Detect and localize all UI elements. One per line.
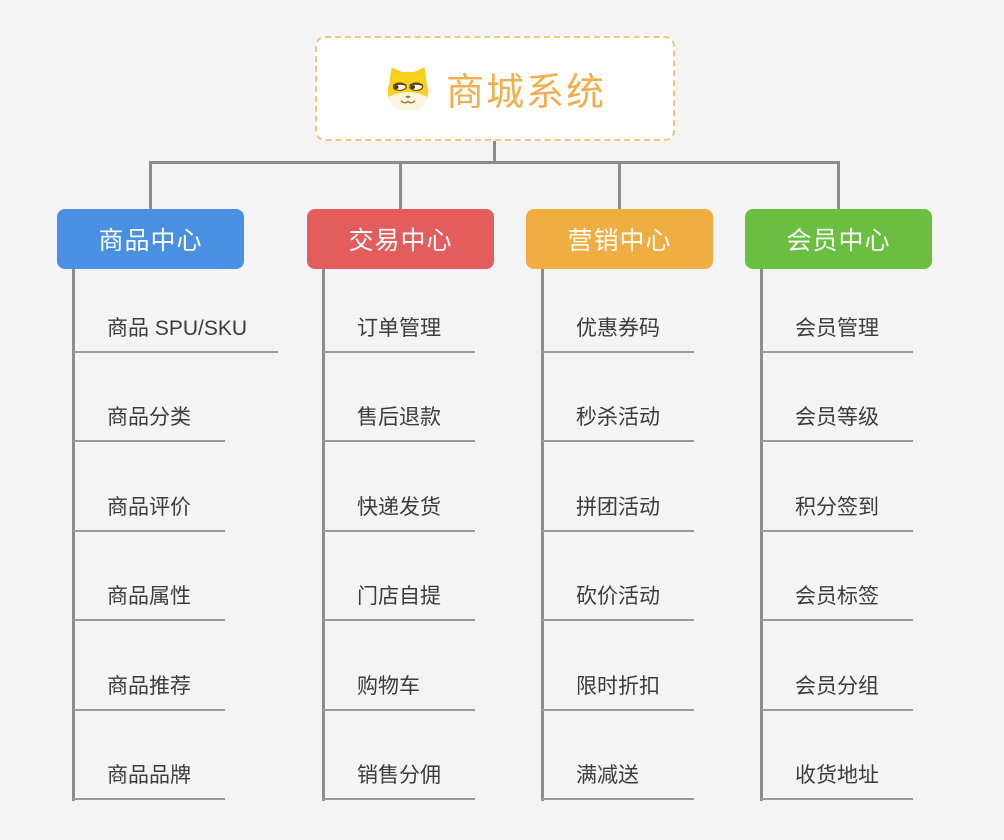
connector-spine-trade xyxy=(322,268,325,801)
connector-drop-member xyxy=(837,162,840,210)
child-node[interactable]: 会员等级 xyxy=(761,353,913,443)
child-node[interactable]: 商品推荐 xyxy=(73,621,225,711)
child-node[interactable]: 拼团活动 xyxy=(542,442,694,532)
child-node[interactable]: 限时折扣 xyxy=(542,621,694,711)
child-node[interactable]: 会员标签 xyxy=(761,532,913,622)
child-node[interactable]: 砍价活动 xyxy=(542,532,694,622)
connector-root-stem xyxy=(493,140,496,164)
connector-horizontal-bar xyxy=(149,161,840,164)
child-node[interactable]: 优惠券码 xyxy=(542,268,694,353)
connector-drop-product xyxy=(149,162,152,210)
child-node[interactable]: 商品分类 xyxy=(73,353,225,443)
child-node[interactable]: 商品 SPU/SKU xyxy=(73,268,279,353)
child-node[interactable]: 商品评价 xyxy=(73,442,225,532)
root-node[interactable]: 商城系统 xyxy=(315,36,675,141)
branch-node-product-center[interactable]: 商品中心 xyxy=(57,209,244,269)
child-node[interactable]: 购物车 xyxy=(323,621,475,711)
child-node[interactable]: 门店自提 xyxy=(323,532,475,622)
child-node[interactable]: 销售分佣 xyxy=(323,711,475,800)
branch-node-member-center[interactable]: 会员中心 xyxy=(745,209,932,269)
child-node[interactable]: 会员分组 xyxy=(761,621,913,711)
doge-face-icon xyxy=(384,65,432,113)
connector-drop-trade xyxy=(399,162,402,210)
branch-children-trade: 订单管理 售后退款 快递发货 门店自提 购物车 销售分佣 xyxy=(323,268,475,800)
child-node[interactable]: 秒杀活动 xyxy=(542,353,694,443)
child-node[interactable]: 会员管理 xyxy=(761,268,913,353)
child-node[interactable]: 快递发货 xyxy=(323,442,475,532)
child-node[interactable]: 商品品牌 xyxy=(73,711,225,800)
child-node[interactable]: 售后退款 xyxy=(323,353,475,443)
connector-drop-marketing xyxy=(618,162,621,210)
branch-children-product: 商品 SPU/SKU 商品分类 商品评价 商品属性 商品推荐 商品品牌 xyxy=(73,268,279,800)
child-node[interactable]: 订单管理 xyxy=(323,268,475,353)
branch-node-marketing-center[interactable]: 营销中心 xyxy=(526,209,713,269)
branch-node-trade-center[interactable]: 交易中心 xyxy=(307,209,494,269)
child-node[interactable]: 积分签到 xyxy=(761,442,913,532)
connector-spine-marketing xyxy=(541,268,544,801)
branch-children-marketing: 优惠券码 秒杀活动 拼团活动 砍价活动 限时折扣 满减送 xyxy=(542,268,694,800)
child-node[interactable]: 收货地址 xyxy=(761,711,913,800)
connector-spine-member xyxy=(760,268,763,801)
branch-children-member: 会员管理 会员等级 积分签到 会员标签 会员分组 收货地址 xyxy=(761,268,913,800)
root-node-label: 商城系统 xyxy=(445,72,606,114)
child-node[interactable]: 商品属性 xyxy=(73,532,225,622)
connector-spine-product xyxy=(72,268,75,801)
child-node[interactable]: 满减送 xyxy=(542,711,694,800)
